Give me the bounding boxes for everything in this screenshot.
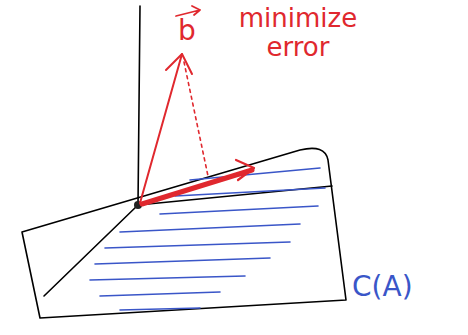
depth-axis [44, 205, 138, 296]
vector-label: b [178, 16, 218, 47]
vector-accent [176, 6, 200, 16]
projection-vector [142, 170, 252, 204]
plane-hatching [90, 168, 325, 310]
vectors [140, 6, 254, 204]
error-line [184, 62, 208, 176]
vector-b-head [166, 54, 192, 74]
projection-head [236, 160, 254, 180]
vector-b [140, 54, 182, 203]
vertical-axis [138, 6, 140, 205]
subspace-label: C(A) [352, 272, 452, 303]
callout-note: minimize error [228, 4, 368, 61]
plane-outline [22, 148, 346, 318]
